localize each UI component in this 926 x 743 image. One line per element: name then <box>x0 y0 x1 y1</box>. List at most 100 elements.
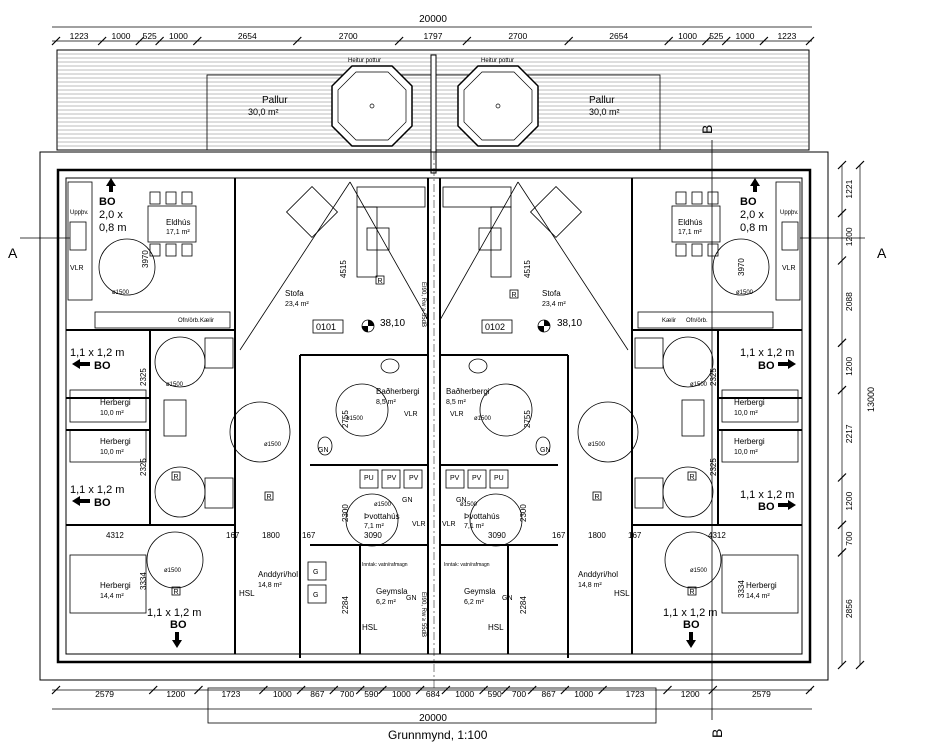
laundry-left-width: 3090 <box>364 531 382 540</box>
top-dim-12: 1223 <box>777 31 796 41</box>
bath-left-area: 8,5 m² <box>376 399 397 406</box>
hsl-right: HSL <box>614 589 630 598</box>
bo-room3-left-size: 1,1 x 1,2 m <box>147 607 201 619</box>
bath-left-name: Baðherbergi <box>376 387 420 396</box>
living-right-area: 23,4 m² <box>542 301 566 308</box>
bottom-dim-6: 590 <box>364 689 378 699</box>
bath-left-dim: 2755 <box>341 410 350 428</box>
storage-right-area: 6,2 m² <box>464 599 485 606</box>
kaelir-right: Kælir <box>662 318 676 324</box>
bottom-dim-16: 2579 <box>752 689 771 699</box>
dim-left-4312: 4312 <box>106 531 124 540</box>
right-dim-3: 1200 <box>844 357 854 376</box>
bo-room1-right-title: BO <box>758 360 775 372</box>
bo-room3-left-title: BO <box>170 619 187 631</box>
bottom-dim-0: 2579 <box>95 689 114 699</box>
deck-area: Pallur 30,0 m² Pallur 30,0 m² Heitur pot… <box>56 49 810 174</box>
bottom-dim-4: 867 <box>310 689 324 699</box>
unit-left-level: 38,10 <box>380 318 405 329</box>
fire-wall-label-bottom: EI90, Rw ≥ 55dB <box>420 592 426 637</box>
bottom-dim-7: 1000 <box>392 689 411 699</box>
svg-text:R: R <box>378 278 383 285</box>
room3-left-name: Herbergi <box>100 581 131 590</box>
bo-room2-left-size: 1,1 x 1,2 m <box>70 484 124 496</box>
room3-right-area: 14,4 m² <box>746 593 770 600</box>
unit-right-id: 0102 <box>485 322 505 332</box>
top-dim-7: 2700 <box>508 31 527 41</box>
room1-right-name: Herbergi <box>734 398 765 407</box>
g-left-2: G <box>313 592 318 599</box>
kitchen-left-name: Eldhús <box>166 218 190 227</box>
room1-left-dim: 2325 <box>139 368 148 386</box>
pv-left-1: PV <box>387 475 397 482</box>
living-left-dim: 4515 <box>339 260 348 278</box>
kitchen-left-area: 17,1 m² <box>166 229 190 236</box>
storage-right-note: Inntak: vatn/rafmagn <box>444 562 490 568</box>
hot-tub-right: Heitur pottur <box>457 58 539 147</box>
deck-left-area: 30,0 m² <box>248 107 279 117</box>
room2-left-area: 10,0 m² <box>100 449 124 456</box>
circle-right-laundry: ø1500 <box>460 502 478 508</box>
overall-width-top: 20000 <box>419 14 447 25</box>
bottom-dim-9: 1000 <box>455 689 474 699</box>
bottom-dim-12: 867 <box>542 689 556 699</box>
bo-room2-right-title: BO <box>758 501 775 513</box>
dim-left-1800: 1800 <box>262 531 280 540</box>
dim-left-167b: 167 <box>302 531 316 540</box>
kitchen-left-dim: 3970 <box>141 250 150 268</box>
left-unit-labels: BO 2,0 x 0,8 m Eldhús 17,1 m² Stofa 23,4… <box>70 196 426 632</box>
storage-left-note: Inntak: vatn/rafmagn <box>362 562 408 568</box>
top-dim-11: 1000 <box>736 31 755 41</box>
kitchen-right-dim: 3970 <box>737 258 746 276</box>
circle-left-laundry: ø1500 <box>374 502 392 508</box>
room3-left-area: 14,4 m² <box>100 593 124 600</box>
room1-left-name: Herbergi <box>100 398 131 407</box>
vlr-left-bath: VLR <box>404 411 418 418</box>
uppbv-right: Uppþv. <box>780 210 799 216</box>
deck-right-label: Pallur <box>589 95 615 106</box>
circle-left-bath: ø1500 <box>346 416 364 422</box>
svg-text:R: R <box>690 474 695 481</box>
gn-left-laundry: GN <box>402 497 413 504</box>
bottom-dim-5: 700 <box>340 689 354 699</box>
room2-left-name: Herbergi <box>100 437 131 446</box>
gn-right-laundry: GN <box>456 497 467 504</box>
bo-room2-right-size: 1,1 x 1,2 m <box>740 489 794 501</box>
laundry-right-dim: 2300 <box>519 504 528 522</box>
kaelir-left: Kælir <box>200 318 214 324</box>
hot-tub-right-label: Heitur pottur <box>481 58 514 64</box>
top-dim-5: 2700 <box>339 31 358 41</box>
bath-right-name: Baðherbergi <box>446 387 490 396</box>
svg-text:R: R <box>174 474 179 481</box>
deck-right-area: 30,0 m² <box>589 107 620 117</box>
top-dim-8: 2654 <box>609 31 628 41</box>
bo-room1-left-title: BO <box>94 360 111 372</box>
ofn-right: Ofn/örb. <box>686 318 708 324</box>
top-dim-4: 2654 <box>238 31 257 41</box>
svg-text:R: R <box>512 292 517 299</box>
vlr-right-laundry: VLR <box>442 521 456 528</box>
circle-right-kitchen: ø1500 <box>736 290 754 296</box>
storage-right-dim: 2284 <box>519 596 528 614</box>
storage-left-area: 6,2 m² <box>376 599 397 606</box>
storage-left-name: Geymsla <box>376 587 408 596</box>
hsl-left-2: HSL <box>362 623 378 632</box>
gn-right-bath: GN <box>540 447 551 454</box>
right-dim-6: 700 <box>844 531 854 545</box>
laundry-right-name: Þvottahús <box>464 512 500 521</box>
escape-arrows <box>72 178 796 648</box>
storage-left-dim: 2284 <box>341 596 350 614</box>
g-left-1: G <box>313 569 318 576</box>
pv-right-2: PV <box>450 475 460 482</box>
turning-circles <box>98 238 770 589</box>
pu-left: PU <box>364 475 374 482</box>
dim-left-167a: 167 <box>226 531 240 540</box>
right-dim-1: 1200 <box>844 227 854 246</box>
vlr-right-bath: VLR <box>450 411 464 418</box>
bottom-dim-13: 1000 <box>574 689 593 699</box>
right-dim-7: 2856 <box>844 599 854 618</box>
bottom-dim-3: 1000 <box>273 689 292 699</box>
section-b-top: B <box>699 125 715 134</box>
